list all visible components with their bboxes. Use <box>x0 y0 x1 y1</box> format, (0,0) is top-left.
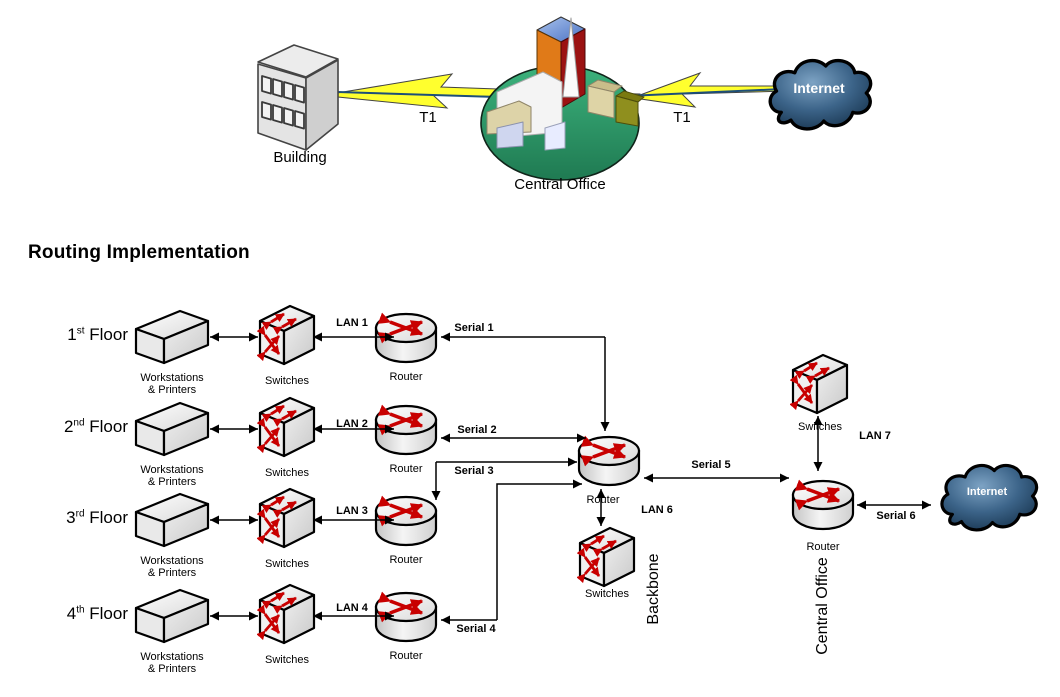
serial-2-label: Serial 2 <box>457 424 497 436</box>
workstations-icon-floor4 <box>134 588 210 644</box>
router-icon-floor2 <box>376 406 436 454</box>
router-icon-floor3 <box>376 497 436 545</box>
switch-icon-floor1 <box>260 306 314 364</box>
lan-6-label: LAN 6 <box>641 504 673 516</box>
internet-top-label: Internet <box>793 80 845 96</box>
switches-label-floor4: Switches <box>264 654 310 666</box>
lan-2-label: LAN 2 <box>336 418 368 430</box>
workstations-icon-floor3 <box>134 492 210 548</box>
connection-lines <box>210 332 931 625</box>
router-label-floor2: Router <box>389 463 423 475</box>
floor-1-label: 1st Floor <box>67 325 128 344</box>
serial-3-label: Serial 3 <box>454 465 494 477</box>
backbone-switch-icon <box>580 528 634 586</box>
lan-7-label: LAN 7 <box>859 430 891 442</box>
lan-3-label: LAN 3 <box>336 505 368 517</box>
router-label-floor4: Router <box>389 650 423 662</box>
serial-1-label: Serial 1 <box>454 322 494 334</box>
backbone-section-label: Backbone <box>645 553 662 625</box>
router-icon-floor4 <box>376 593 436 641</box>
switch-icon-floor3 <box>260 489 314 547</box>
internet-bottom-label: Internet <box>966 486 1008 498</box>
backbone-router-icon <box>579 437 639 485</box>
switches-label-floor3: Switches <box>264 558 310 570</box>
t1-right-label: T1 <box>673 109 691 126</box>
serial-5-label: Serial 5 <box>691 459 731 471</box>
backbone-router-label: Router <box>586 494 620 506</box>
router-icon-floor1 <box>376 314 436 362</box>
switch-icon-floor4 <box>260 585 314 643</box>
switch-icon-floor2 <box>260 398 314 456</box>
switches-label-floor2: Switches <box>264 467 310 479</box>
workstations-icon-floor1 <box>134 309 210 365</box>
floor-4-label: 4th Floor <box>66 604 128 623</box>
workstations-label-floor2: Workstations& Printers <box>140 464 204 488</box>
workstations-label-floor3: Workstations& Printers <box>140 555 204 579</box>
workstations-label-floor4: Workstations& Printers <box>140 651 204 675</box>
building-icon <box>257 44 339 151</box>
central-office-icon <box>480 16 645 181</box>
central-office-top-label: Central Office <box>514 176 606 193</box>
workstations-icon-floor2 <box>134 401 210 457</box>
backbone-switches-label: Switches <box>584 588 630 600</box>
router-label-floor3: Router <box>389 554 423 566</box>
co-switches-label: Switches <box>797 421 843 433</box>
switches-label-floor1: Switches <box>264 375 310 387</box>
workstations-label-floor1: Workstations& Printers <box>140 372 204 396</box>
lan-1-label: LAN 1 <box>336 317 368 329</box>
t1-left-label: T1 <box>419 109 437 126</box>
central-office-router-icon <box>793 481 853 529</box>
section-heading: Routing Implementation <box>28 242 250 263</box>
co-router-label: Router <box>806 541 840 553</box>
serial-6-label: Serial 6 <box>876 510 916 522</box>
router-label-floor1: Router <box>389 371 423 383</box>
floor-2-label: 2nd Floor <box>63 417 128 436</box>
floor-3-label: 3rd Floor <box>66 508 128 527</box>
lan-4-label: LAN 4 <box>336 602 368 614</box>
serial-4-label: Serial 4 <box>456 623 496 635</box>
building-label: Building <box>273 149 327 166</box>
co-section-label: Central Office <box>814 557 831 655</box>
central-office-switch-icon <box>793 355 847 413</box>
